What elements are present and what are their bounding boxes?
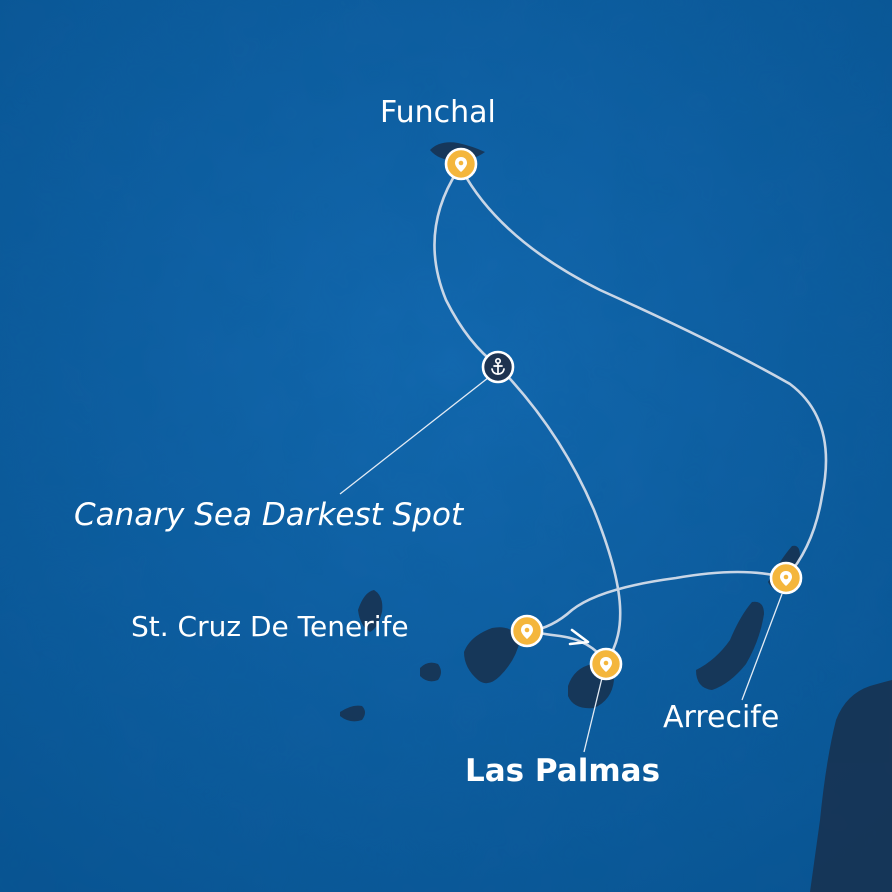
port-marker-funchal[interactable] xyxy=(444,147,478,181)
connector-arrecife xyxy=(741,593,783,701)
port-label-las-palmas: Las Palmas xyxy=(465,753,661,789)
port-label-darkest-spot: Canary Sea Darkest Spot xyxy=(74,497,464,533)
map-pin-icon xyxy=(600,657,612,672)
map-pin-icon xyxy=(521,624,533,639)
port-label-tenerife: St. Cruz De Tenerife xyxy=(131,610,409,643)
africa-coast xyxy=(810,680,892,892)
map-pin-icon xyxy=(455,157,467,172)
port-label-funchal: Funchal xyxy=(380,95,496,130)
island-la-gomera xyxy=(420,662,441,682)
anchor-marker-darkest-spot[interactable] xyxy=(481,350,515,384)
port-marker-tenerife[interactable] xyxy=(510,614,544,648)
island-la-palma xyxy=(358,590,383,632)
route-darkest-spot-to-las-palmas xyxy=(496,364,622,664)
port-label-arrecife: Arrecife xyxy=(663,700,780,735)
map-pin-icon xyxy=(780,571,792,586)
island-fuerteventura xyxy=(696,601,764,690)
land-masses xyxy=(340,142,892,892)
route-arrecife-to-tenerife xyxy=(528,570,788,633)
port-marker-las-palmas[interactable] xyxy=(589,647,623,681)
route-direction-arrow xyxy=(568,628,590,646)
anchor-icon xyxy=(491,357,505,375)
label-connectors xyxy=(339,373,783,753)
port-marker-arrecife[interactable] xyxy=(769,561,803,595)
route-funchal-to-darkest-spot xyxy=(433,168,500,368)
island-tenerife xyxy=(464,627,520,684)
island-el-hierro xyxy=(340,705,365,722)
route-funchal-to-arrecife xyxy=(460,168,828,580)
connector-darkest-spot xyxy=(339,373,494,495)
connector-las-palmas xyxy=(583,677,603,753)
